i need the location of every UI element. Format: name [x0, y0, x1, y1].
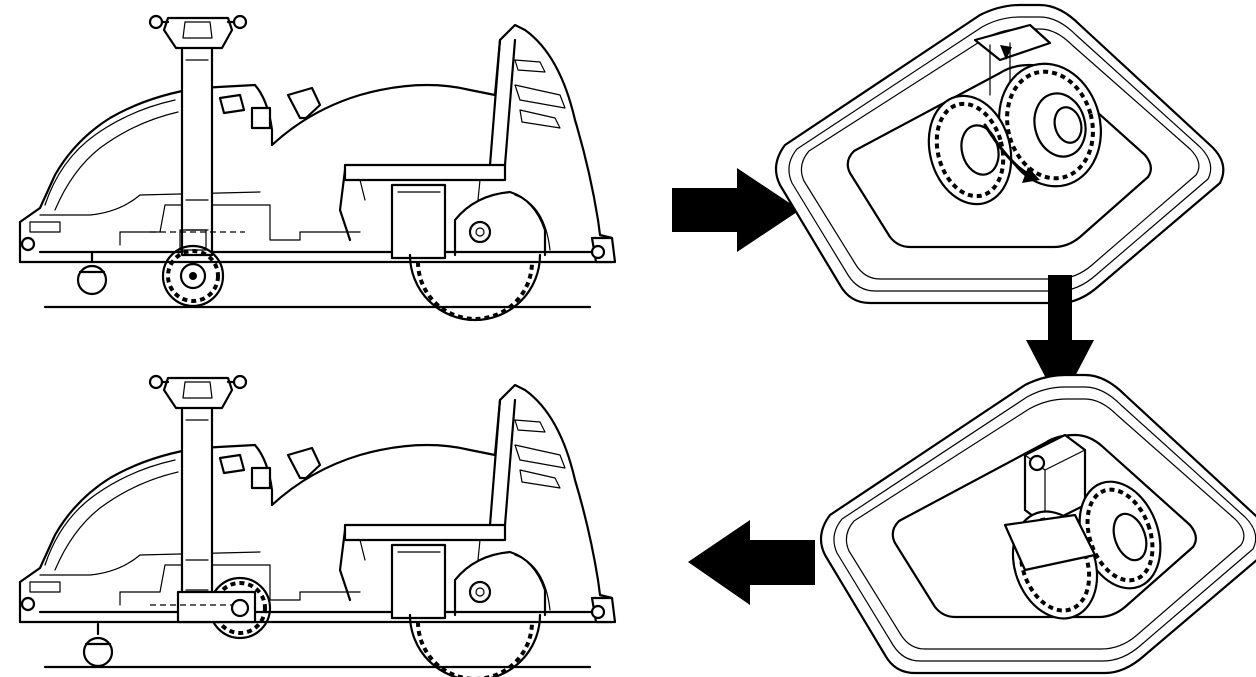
- step-1-mower: [18, 14, 617, 322]
- step-3-closeup: [819, 373, 1256, 675]
- arrow-right: [672, 168, 800, 252]
- step-4-mower: [18, 374, 617, 677]
- arrow-down: [1026, 275, 1094, 405]
- arrow-left: [688, 520, 815, 605]
- step-2-closeup: [774, 3, 1225, 305]
